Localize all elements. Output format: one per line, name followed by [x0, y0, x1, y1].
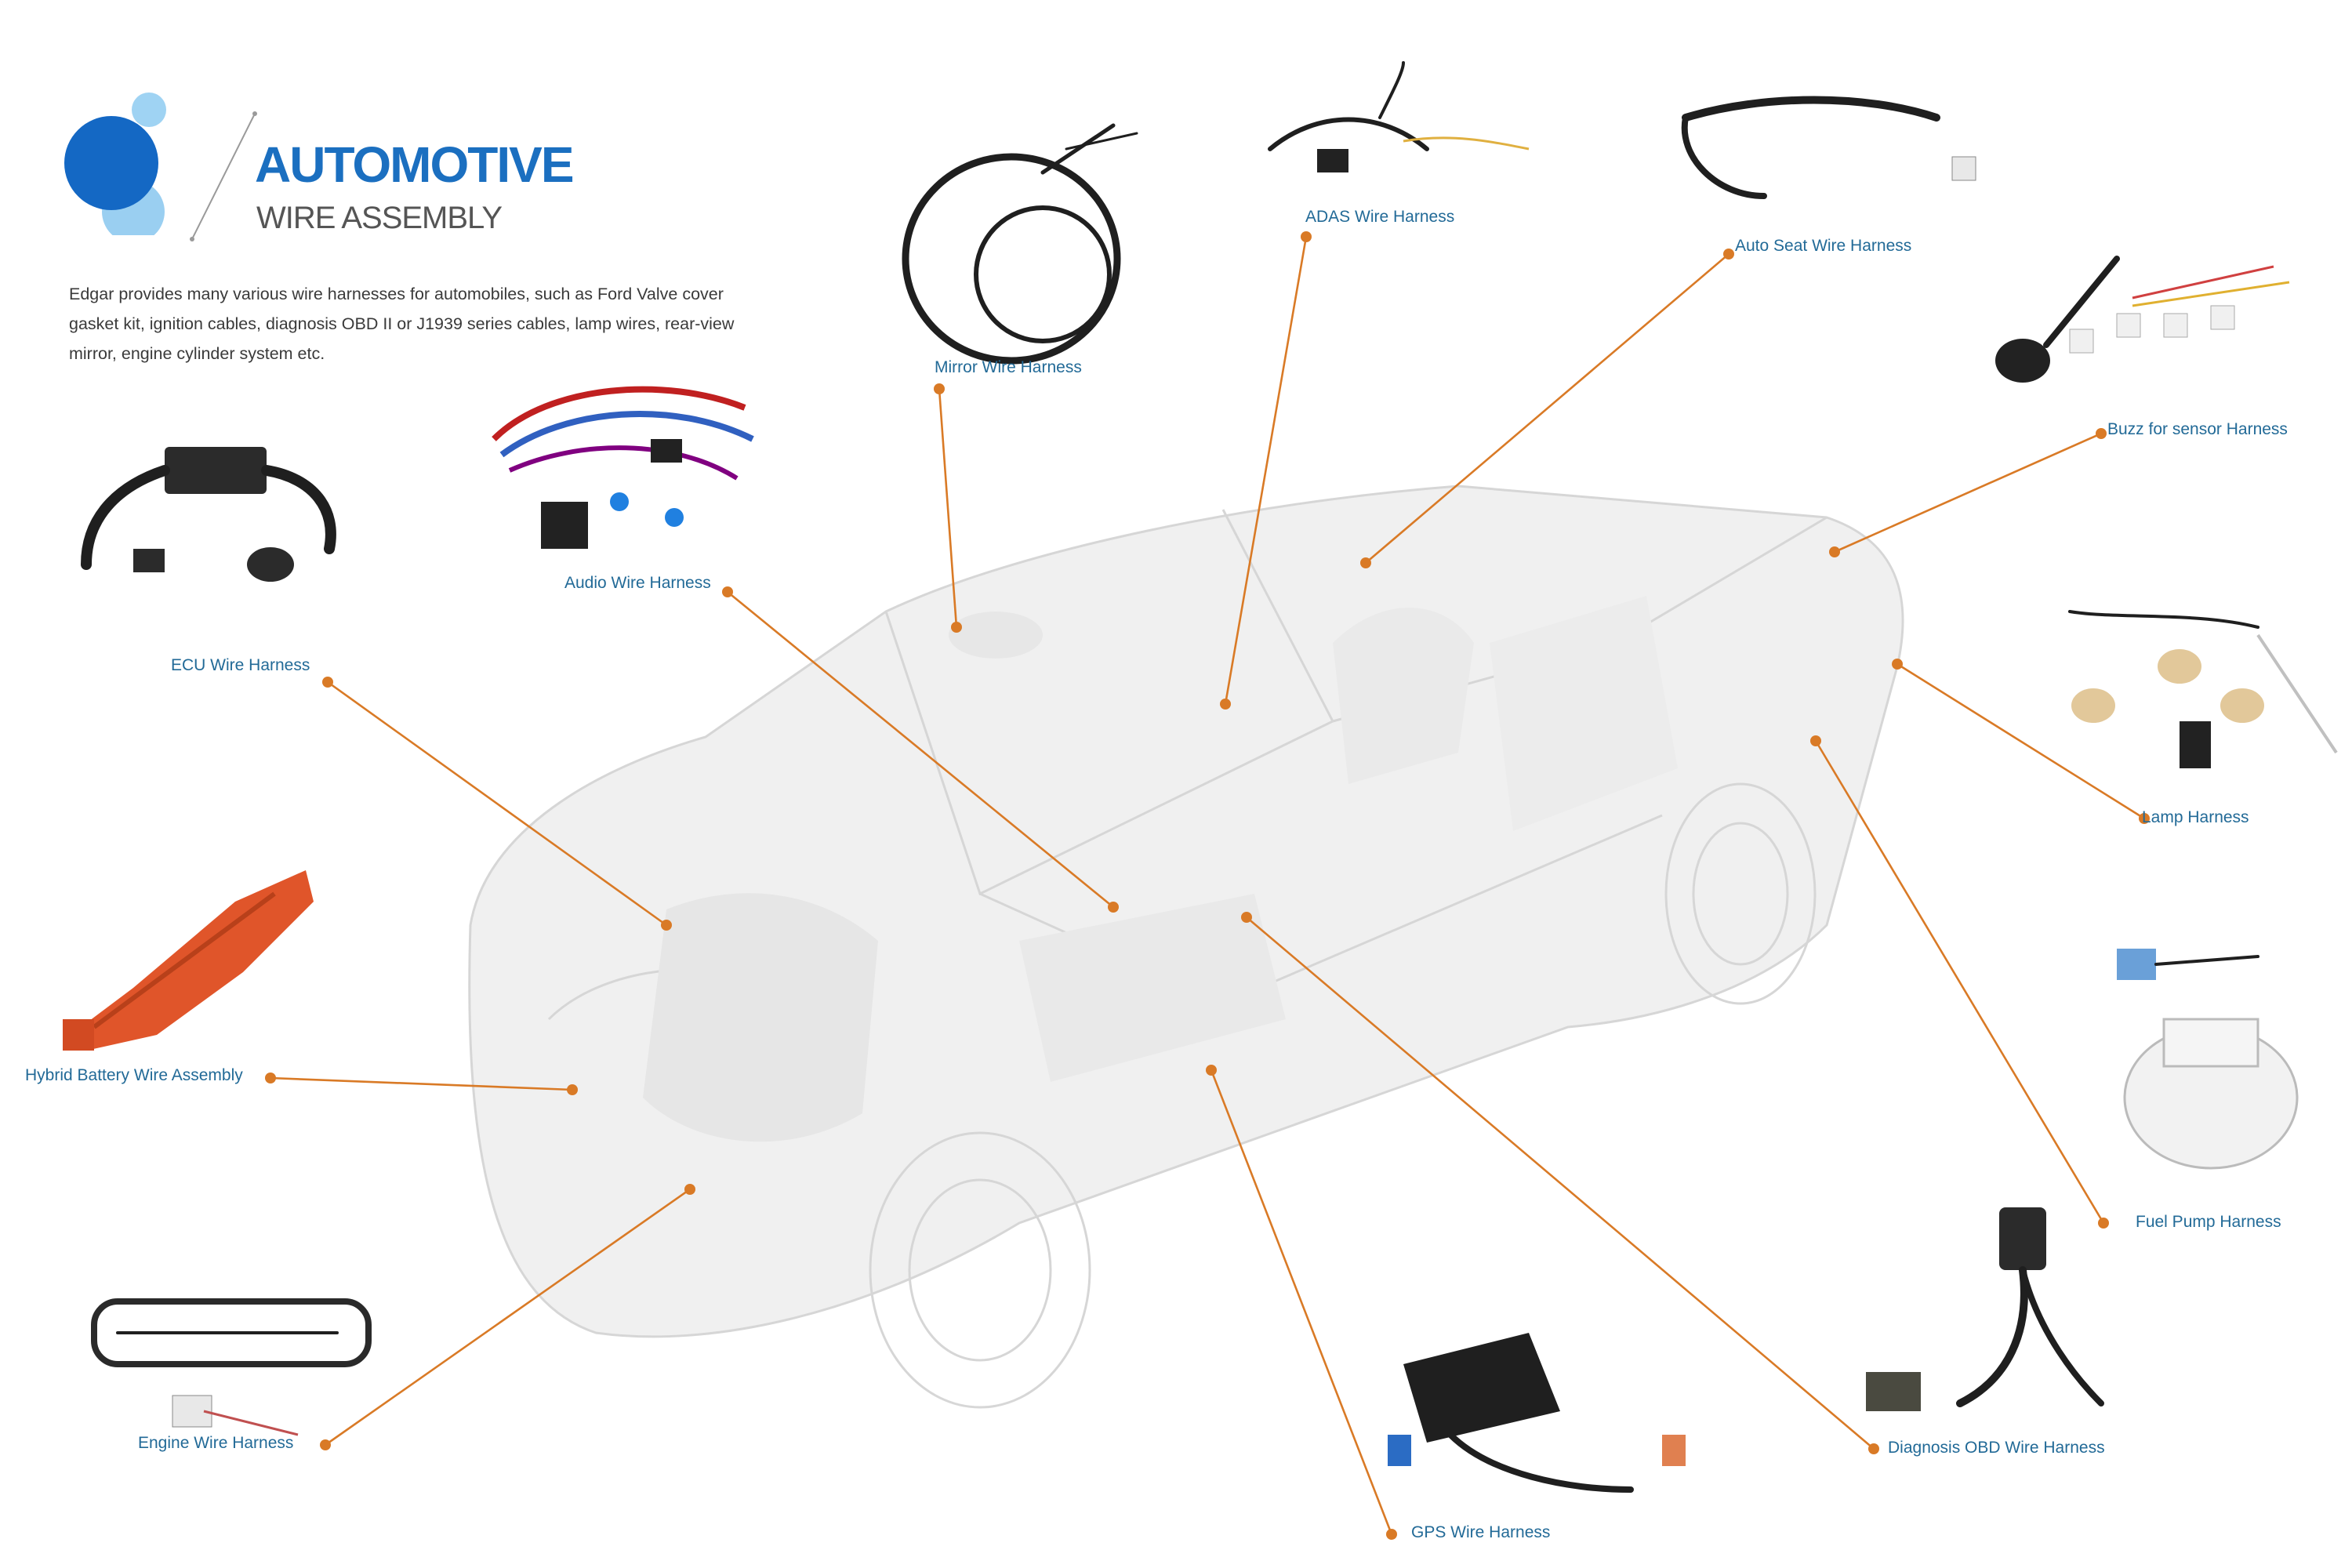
gps-harness-image: [1388, 1333, 1686, 1493]
ecu-harness-image: [81, 447, 336, 582]
callout-label-lamp: Lamp Harness: [2142, 808, 2249, 826]
callout-label-gps: GPS Wire Harness: [1411, 1523, 1551, 1541]
callout-label-ecu: ECU Wire Harness: [171, 656, 310, 674]
fuel-pump-harness-image: [2117, 949, 2299, 1170]
leader-ecu: [322, 677, 672, 931]
callout-label-diagnosis-obd: Diagnosis OBD Wire Harness: [1888, 1439, 2105, 1457]
leader-diagnosis-obd: [1241, 912, 1879, 1454]
engine-harness-image: [91, 1298, 372, 1436]
callout-label-engine: Engine Wire Harness: [138, 1434, 294, 1452]
leader-audio: [722, 586, 1119, 913]
auto-seat-harness-image: [1681, 96, 1976, 199]
page-title: AUTOMOTIVE: [255, 136, 574, 193]
leader-auto-seat: [1360, 249, 1734, 568]
callout-label-audio: Audio Wire Harness: [564, 574, 711, 592]
leader-hybrid-battery: [265, 1073, 578, 1095]
leader-adas: [1220, 231, 1312, 710]
brand-logo-icon: [64, 93, 166, 235]
callout-label-mirror: Mirror Wire Harness: [935, 358, 1082, 376]
buzz-sensor-harness-image: [1995, 256, 2290, 383]
lamp-harness-image: [2068, 610, 2338, 768]
callout-label-fuel-pump: Fuel Pump Harness: [2136, 1213, 2281, 1231]
leader-engine: [320, 1184, 695, 1450]
leader-mirror: [934, 383, 962, 633]
leader-fuel-pump: [1810, 735, 2109, 1229]
audio-harness-image: [492, 386, 754, 549]
hybrid-battery-assembly-image: [63, 870, 314, 1051]
leader-gps: [1206, 1065, 1397, 1540]
intro-paragraph: Edgar provides many various wire harness…: [69, 285, 735, 363]
leader-buzz-sensor: [1829, 428, 2107, 557]
page-subtitle: WIRE ASSEMBLY: [256, 201, 503, 235]
adas-harness-image: [1268, 61, 1530, 172]
callout-label-adas: ADAS Wire Harness: [1305, 208, 1455, 226]
callout-label-hybrid-battery: Hybrid Battery Wire Assembly: [25, 1066, 243, 1084]
divider-slash-icon: [190, 111, 257, 241]
leader-lamp: [1892, 659, 2150, 824]
mirror-harness-image: [902, 123, 1138, 365]
diagnosis-obd-harness-image: [1866, 1207, 2104, 1411]
callout-label-auto-seat: Auto Seat Wire Harness: [1735, 237, 1912, 255]
callout-label-buzz-sensor: Buzz for sensor Harness: [2107, 420, 2288, 438]
